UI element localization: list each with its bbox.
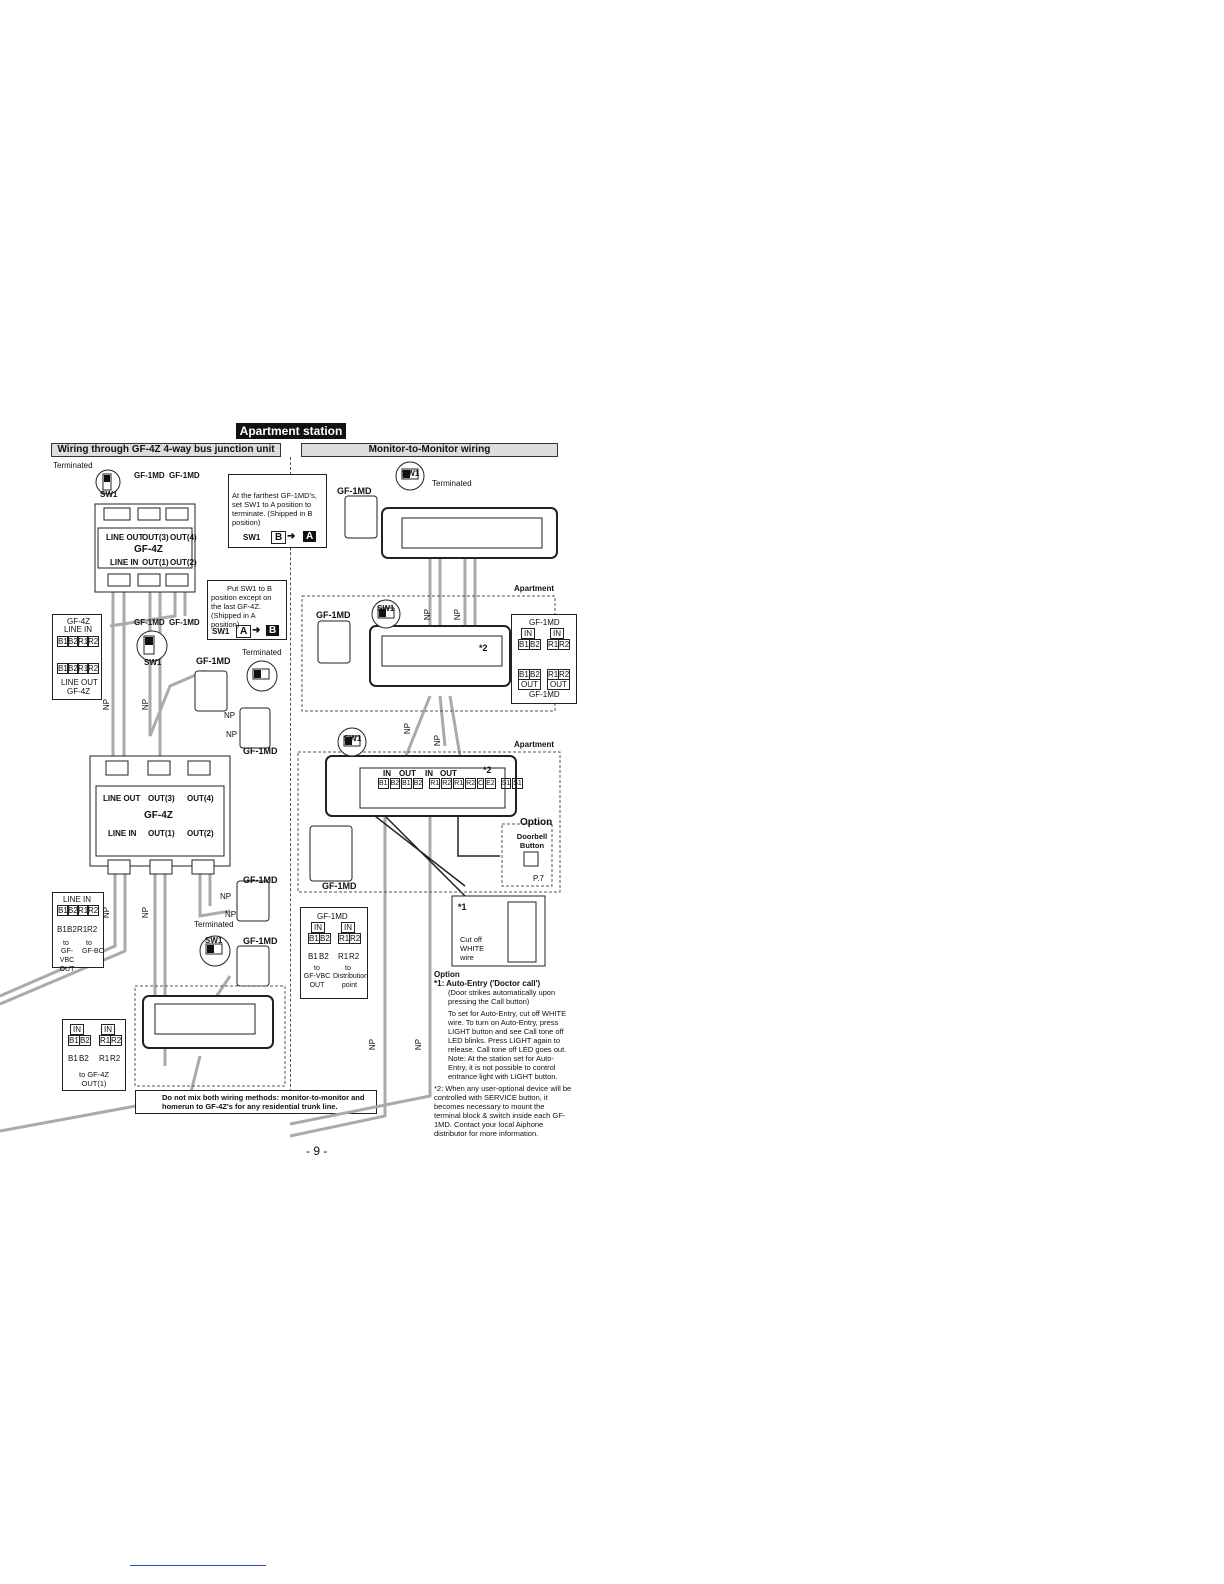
terminated-low: Terminated [194, 920, 234, 929]
gf1md-label-1: GF-1MD [134, 471, 165, 480]
gf4z-top-lineout: LINE OUT [106, 533, 144, 542]
terminated-r1: Terminated [432, 479, 472, 488]
np-3: NP [224, 711, 236, 720]
terminated-mid: Terminated [242, 648, 282, 657]
gf1md-r1: GF-1MD [337, 486, 372, 496]
inset-gf4z-linein-lineout: GF-4Z LINE IN B1 B2 R1 R2 B1 B2 R1 R2 LI… [52, 614, 102, 700]
np-4: NP [226, 730, 238, 739]
out-label-2: OUT [440, 769, 457, 778]
terminal-row: B1 B2 B1 B2 R1 R2 R1 R2 C E2 S1 S1 [378, 778, 523, 789]
gf1md-r3: GF-1MD [322, 881, 357, 891]
gf4z-main-linein: LINE IN [108, 829, 137, 838]
np-7: NP [102, 906, 112, 919]
star2-r2: *2 [483, 765, 492, 775]
page-ref-p7: P.7 [533, 874, 544, 883]
gf4z-top-out1: OUT(1) [142, 558, 169, 567]
gf1md-r2: GF-1MD [316, 610, 351, 620]
np-r2: NP [453, 608, 463, 621]
gf1md-label-6: GF-1MD [243, 746, 278, 756]
gf1md-label-7: GF-1MD [243, 875, 278, 885]
page-title: Apartment station [236, 423, 346, 439]
gf4z-top-name: GF-4Z [134, 544, 163, 555]
gf4z-top-out3: OUT(3) [142, 533, 169, 542]
sw1-r2: SW1 [377, 604, 395, 613]
right-wiring-diagram [290, 461, 561, 1138]
np-r6: NP [414, 1038, 424, 1051]
star1: *1 [458, 902, 467, 912]
star2-r1: *2 [479, 643, 488, 653]
gf1md-label-4: GF-1MD [169, 618, 200, 627]
apartment-2: Apartment [514, 740, 555, 749]
footer-rule [130, 1565, 266, 1566]
gf4z-main-out3: OUT(3) [148, 794, 175, 803]
in-label-1: IN [383, 769, 391, 778]
gf4z-main-lineout: LINE OUT [103, 794, 141, 803]
caution-box-b: Put SW1 to B position except on the last… [207, 580, 287, 640]
gf1md-label-3: GF-1MD [134, 618, 165, 627]
gf1md-label-5: GF-1MD [196, 656, 231, 666]
inset-linein-destinations: LINE IN B1 B2 R1 R2 B1 B2 R1 R2 to to GF… [52, 892, 104, 973]
left-section-header: Wiring through GF-4Z 4-way bus junction … [51, 443, 281, 457]
np-8: NP [141, 906, 151, 919]
inset-to-gf4z-out1: IN IN B1 B2 R1 R2 B1 B2 R1 R2 to GF-4Z O… [62, 1019, 126, 1091]
out-label-1: OUT [399, 769, 416, 778]
inset-gf1md-destinations: GF-1MD IN IN B1 B2 R1 R2 B1 B2 R1 R2 to … [300, 907, 368, 999]
option-notes: Option *1: Auto-Entry ('Doctor call') (D… [434, 970, 572, 1138]
page-number: - 9 - [306, 1144, 328, 1158]
sw1-top-label: SW1 [100, 490, 118, 499]
in-label-2: IN [425, 769, 433, 778]
gf4z-main-out1: OUT(1) [148, 829, 175, 838]
sw1-r3: SW1 [344, 734, 362, 743]
sw1-low-label: SW1 [205, 936, 223, 945]
gf4z-top-out4: OUT(4) [170, 533, 197, 542]
terminated-top: Terminated [53, 461, 93, 470]
np-r3: NP [403, 722, 413, 735]
gf4z-main-out2: OUT(2) [187, 829, 214, 838]
np-6: NP [225, 910, 237, 919]
gf4z-top-linein: LINE IN [110, 558, 139, 567]
section-divider [290, 457, 291, 1112]
apartment-1: Apartment [514, 584, 555, 593]
right-section-header: Monitor-to-Monitor wiring [301, 443, 558, 457]
gf1md-label-2: GF-1MD [169, 471, 200, 480]
cutoff-note: Cut off WHITE wire [460, 935, 485, 962]
caution-box-a: At the farthest GF-1MD's, set SW1 to A p… [228, 474, 327, 548]
gf4z-top-out2: OUT(2) [170, 558, 197, 567]
np-5: NP [220, 892, 232, 901]
sw1-r1: SW1 [402, 469, 420, 478]
np-2: NP [141, 698, 151, 711]
np-r1: NP [423, 608, 433, 621]
doorbell-label: Doorbell Button [516, 832, 548, 850]
gf4z-main-out4: OUT(4) [187, 794, 214, 803]
np-1: NP [102, 698, 112, 711]
option-label: Option [520, 817, 553, 828]
np-r4: NP [433, 734, 443, 747]
sw1-mid-label: SW1 [144, 658, 162, 667]
inset-gf1md-in-out: GF-1MD IN IN B1 B2 R1 R2 B1 B2 R1 R2 OUT… [511, 614, 577, 704]
warning-box: Do not mix both wiring methods: monitor-… [135, 1090, 377, 1114]
gf1md-label-8: GF-1MD [243, 936, 278, 946]
gf4z-main-name: GF-4Z [144, 810, 173, 821]
np-r5: NP [368, 1038, 378, 1051]
